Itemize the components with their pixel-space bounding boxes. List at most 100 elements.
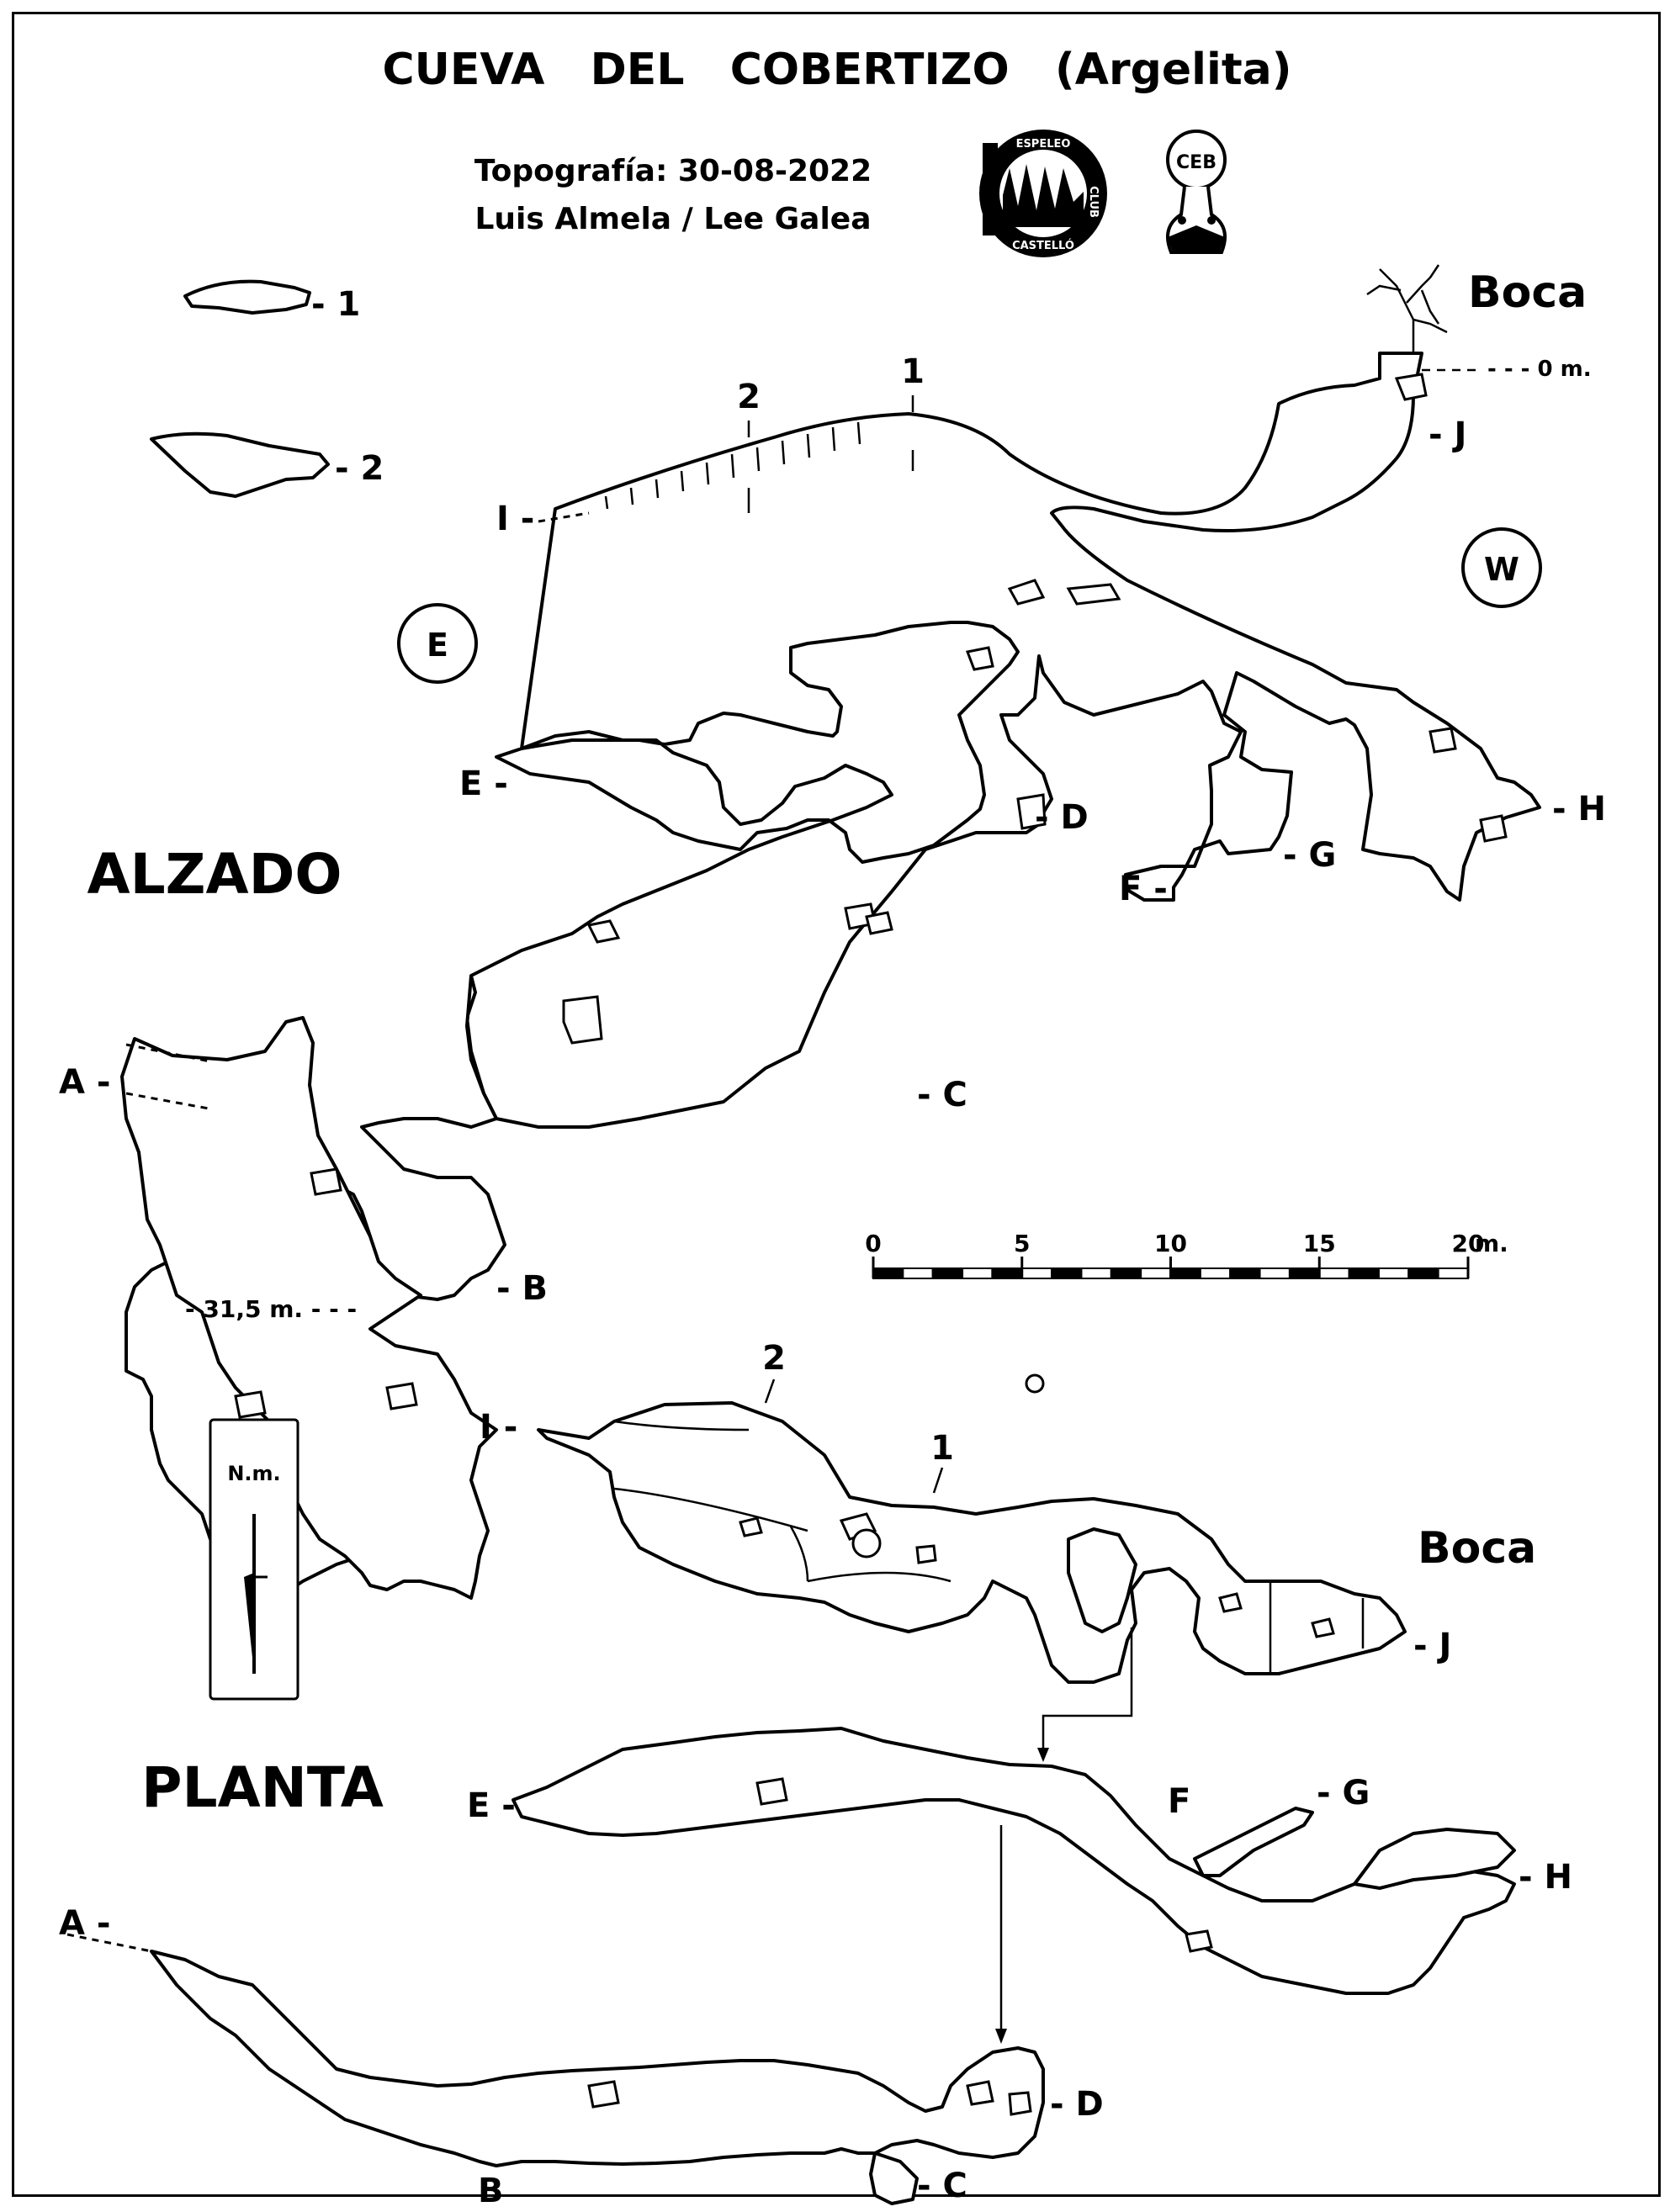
plan-point-h: - H (1519, 1858, 1572, 1897)
scale-bar-segment (1020, 1267, 1053, 1279)
elevation-point-h: - H (1552, 790, 1606, 828)
elevation-datum-label: - - - 0 m. (1487, 357, 1592, 382)
plan-section-2-label: 2 (762, 1339, 786, 1378)
gallery-hatching (604, 421, 861, 510)
plan-connector-arrow-icon-2 (1037, 1748, 1049, 1762)
scale-bar-tick-label: 5 (1014, 1230, 1030, 1257)
plan-section-1-marker (932, 1467, 944, 1494)
scale-bar-segment (1199, 1267, 1232, 1279)
plan-point-b: B (478, 2172, 504, 2210)
elevation-point-d: - D (1035, 798, 1089, 837)
elevation-entrance-label: Boca (1468, 267, 1587, 318)
logo-left-text-top: ESPELEO (1016, 138, 1071, 151)
plan-branch-h (1353, 1828, 1516, 1890)
scale-bar-segment (1437, 1267, 1470, 1279)
plan-point-a-passage (66, 1933, 152, 1953)
plan-entrance-label: Boca (1418, 1523, 1536, 1574)
scale-bar-tick-label: 0 (865, 1230, 881, 1257)
scale-bar-segment (1229, 1267, 1261, 1279)
scale-bar-segment (1051, 1267, 1083, 1279)
scale-bar-segment (962, 1267, 994, 1279)
scale-bar-segment (931, 1267, 964, 1279)
scale-bar-segment (1110, 1267, 1142, 1279)
side-section-1-label: - 1 (311, 285, 360, 324)
east-orientation-marker (397, 603, 478, 684)
plan-side-chamber (1067, 1527, 1137, 1633)
elevation-point-c: - C (917, 1076, 967, 1114)
point-a-dashed-passage (125, 1043, 211, 1110)
plan-point-i-passage (538, 1428, 565, 1436)
scale-bar-segment (1318, 1267, 1350, 1279)
plan-middle-gallery (512, 1727, 1516, 1995)
plan-point-j: - J (1413, 1627, 1451, 1665)
scale-bar-tick-label: 20 (1452, 1230, 1485, 1257)
plan-lower-gallery (150, 1950, 1045, 2167)
elevation-point-f: F - (1119, 870, 1168, 908)
cross-section-2-outline (150, 431, 330, 498)
logo-right-text: CEB (1176, 152, 1216, 173)
elevation-point-e: E - (459, 765, 508, 803)
scale-bar-tick-label: 10 (1154, 1230, 1187, 1257)
scale-bar-segment (1259, 1267, 1291, 1279)
scale-bar-unit: m. (1475, 1230, 1508, 1257)
elevation-boulders (234, 373, 1508, 1419)
logo-left-text-bottom: CASTELLÓ (1012, 239, 1074, 252)
side-section-2-label: - 2 (335, 449, 384, 488)
plan-point-f: F (1168, 1782, 1190, 1821)
plan-branch-f-g (1193, 1807, 1314, 1877)
cross-section-1-outline (183, 279, 311, 315)
survey-authors: Luis Almela / Lee Galea (474, 202, 871, 236)
elevation-section-2-label: 2 (737, 378, 761, 416)
elevation-bottom-chamber (120, 1016, 498, 1600)
scale-bar-segment (1407, 1267, 1439, 1279)
plan-section-1-label: 1 (930, 1429, 954, 1468)
logo-left-text-side: CLUB (1087, 186, 1100, 218)
plan-point-a: A - (59, 1904, 110, 1943)
scale-bar-segment (1140, 1267, 1172, 1279)
plan-branch-c (869, 2151, 919, 2205)
scale-bar-segment (991, 1267, 1023, 1279)
plan-title: PLANTA (141, 1755, 384, 1820)
scale-bar: 0 5 10 15 20m. (865, 1230, 1508, 1279)
scale-bar-segment (1348, 1267, 1380, 1279)
scale-bar-segment (1288, 1267, 1321, 1279)
scale-bar-tick-label: 15 (1303, 1230, 1336, 1257)
survey-date: Topografía: 30-08-2022 (474, 154, 872, 188)
entrance-vegetation-icon (1366, 264, 1448, 353)
plan-point-c: - C (917, 2167, 967, 2205)
plan-upper-chamber-divisions (613, 1420, 1365, 1674)
plan-connector-line-upper (1042, 1627, 1133, 1758)
ceb-club-logo-icon: CEB (1166, 130, 1227, 254)
plan-point-g: - G (1317, 1774, 1370, 1812)
east-label: E (427, 627, 448, 664)
north-label: N.m. (227, 1462, 280, 1485)
scale-bar-segment (1377, 1267, 1410, 1279)
elevation-point-j: - J (1429, 415, 1466, 454)
scale-bar-segment (872, 1267, 904, 1279)
plan-point-d: - D (1050, 2085, 1104, 2124)
scale-bar-segment (1169, 1267, 1201, 1279)
elevation-depth-label: - 31,5 m. - - - (185, 1295, 357, 1323)
scale-bar-segment (1080, 1267, 1112, 1279)
point-i-dashed-passage (538, 511, 590, 523)
west-orientation-marker (1461, 527, 1542, 608)
plan-point-i: I - (480, 1408, 517, 1447)
elevation-upper-gallery (465, 352, 1541, 1129)
elevation-point-a: A - (59, 1063, 110, 1102)
elevation-point-g: - G (1283, 836, 1336, 875)
map-title: CUEVA DEL COBERTIZO (Argelita) (382, 45, 1291, 95)
map-frame (12, 12, 1661, 2197)
elevation-point-i: I - (496, 500, 534, 538)
elevation-point-b: - B (496, 1269, 548, 1308)
west-label: W (1484, 551, 1519, 588)
plan-point-e: E - (467, 1786, 516, 1825)
espeleo-club-castello-logo-icon: ESPELEO CLUB CASTELLÓ (979, 130, 1107, 257)
plan-boulders (587, 1373, 1335, 2116)
elevation-section-1-label: 1 (901, 352, 925, 391)
north-arrow-icon (244, 1514, 268, 1674)
plan-upper-chamber (537, 1401, 1407, 1684)
elevation-title: ALZADO (87, 842, 342, 907)
plan-connector-arrow-icon (995, 2029, 1007, 2044)
scale-bar-segment (902, 1267, 934, 1279)
